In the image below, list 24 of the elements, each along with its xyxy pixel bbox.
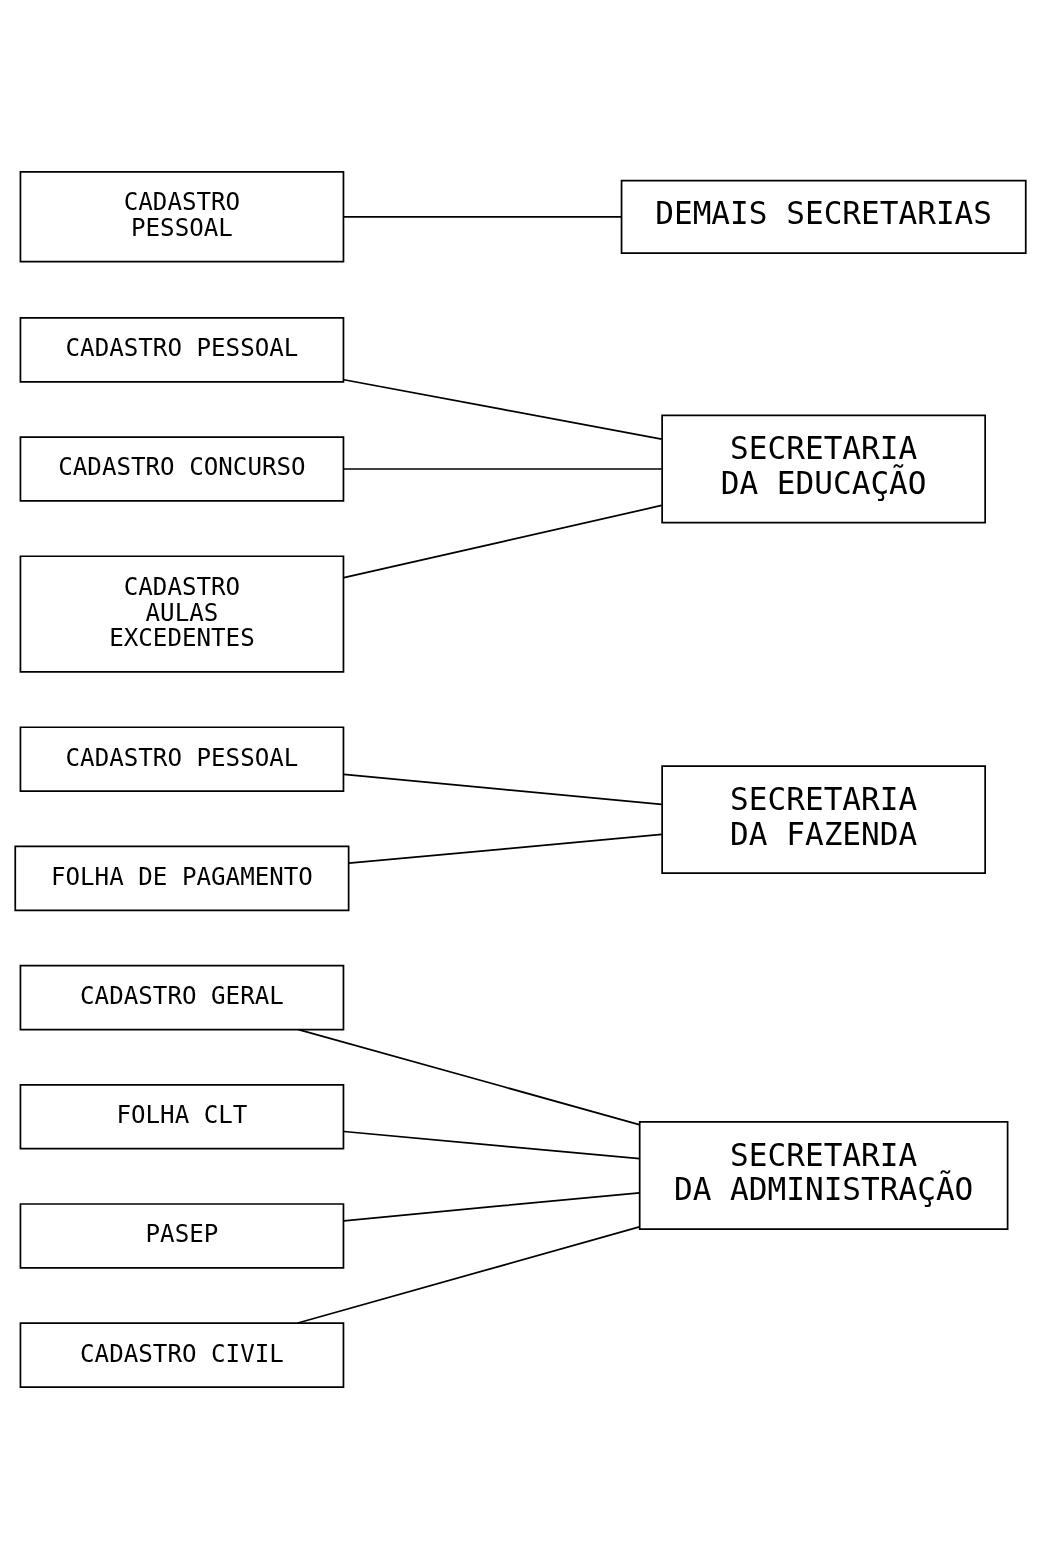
connector xyxy=(343,468,663,470)
connector xyxy=(296,1226,641,1324)
node-box: CADASTRO CONCURSO xyxy=(19,436,345,502)
node-box: CADASTRO PESSOAL xyxy=(19,317,345,383)
node-box: DEMAIS SECRETARIAS xyxy=(620,179,1027,254)
node-box: CADASTRO PESSOAL xyxy=(19,171,345,263)
connector xyxy=(343,378,663,440)
node-box: FOLHA DE PAGAMENTO xyxy=(14,845,350,912)
node-box: CADASTRO PESSOAL xyxy=(19,726,345,793)
node-box: PASEP xyxy=(19,1203,345,1269)
node-box: CADASTRO AULAS EXCEDENTES xyxy=(19,555,345,673)
connector xyxy=(343,1191,641,1222)
node-box: CADASTRO CIVIL xyxy=(19,1322,345,1388)
node-box: CADASTRO GERAL xyxy=(19,964,345,1031)
node-box: SECRETARIA DA EDUCAÇÃO xyxy=(661,414,986,524)
connector xyxy=(297,1028,641,1126)
node-box: SECRETARIA DA ADMINISTRAÇÃO xyxy=(638,1121,1009,1230)
connector xyxy=(343,504,663,579)
connector xyxy=(348,833,663,865)
node-box: FOLHA CLT xyxy=(19,1083,345,1150)
connector xyxy=(343,1130,641,1160)
node-box: SECRETARIA DA FAZENDA xyxy=(661,765,986,875)
connector xyxy=(343,773,663,806)
connector xyxy=(343,215,622,218)
